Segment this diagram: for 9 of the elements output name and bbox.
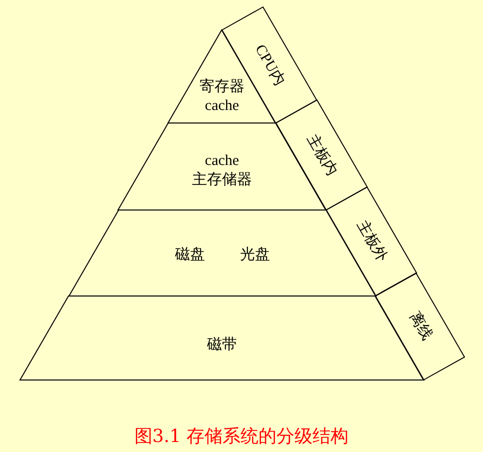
- layer-label: cache 主存储器: [190, 152, 253, 190]
- layer-label: 光盘: [240, 246, 270, 264]
- band-label: 离线: [405, 308, 436, 344]
- layer-label: 磁带: [206, 336, 237, 354]
- band-label: 主板外: [352, 217, 391, 266]
- band-label: 主板内: [302, 130, 341, 180]
- layer-label: 寄存器 cache: [198, 78, 246, 116]
- figure-caption: 图3.1 存储系统的分级结构: [133, 425, 350, 448]
- layer-label: 磁盘: [174, 246, 205, 264]
